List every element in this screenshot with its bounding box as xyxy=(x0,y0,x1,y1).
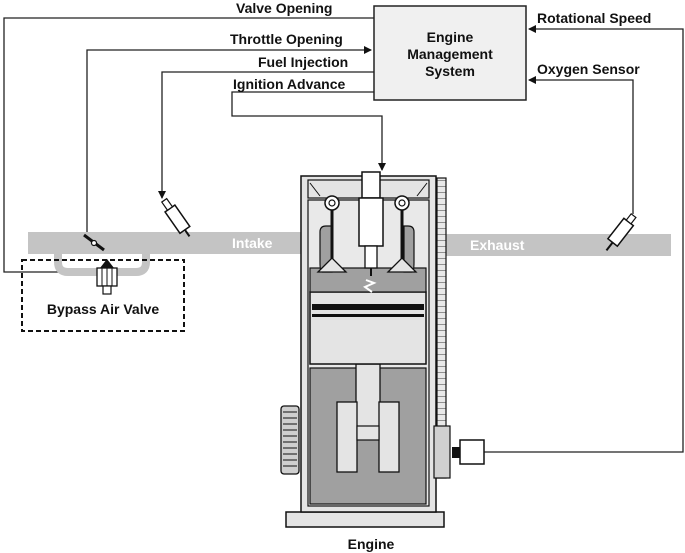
label-fuel-injection: Fuel Injection xyxy=(258,54,348,70)
wire-rotational-speed xyxy=(484,25,684,453)
connecting-rod xyxy=(355,363,381,437)
exhaust-valve-icon xyxy=(386,195,418,273)
intake-pipe xyxy=(28,232,320,254)
label-valve-opening: Valve Opening xyxy=(236,0,332,16)
label-rotational-speed: Rotational Speed xyxy=(537,10,651,26)
label-bypass-air-valve: Bypass Air Valve xyxy=(47,301,160,317)
wire-fuel-injection xyxy=(158,71,374,199)
throttle-valve-icon xyxy=(83,233,105,252)
ems-label-line3: System xyxy=(425,63,475,79)
wire-valve-opening xyxy=(3,17,374,276)
bypass-air-valve: Bypass Air Valve xyxy=(21,259,185,332)
label-throttle-opening: Throttle Opening xyxy=(230,31,343,47)
crank-web-left xyxy=(336,401,358,473)
oxygen-sensor-icon xyxy=(605,212,637,251)
ems-label-line2: Management xyxy=(407,46,493,62)
ems-box: Engine Management System xyxy=(373,5,527,101)
crank-web-right xyxy=(378,401,400,473)
exhaust-pipe xyxy=(413,234,671,256)
label-engine: Engine xyxy=(348,536,395,552)
wire-ignition-advance xyxy=(231,91,386,171)
crank-pulley xyxy=(433,425,451,479)
label-ignition-advance: Ignition Advance xyxy=(233,76,345,92)
wire-oxygen-sensor xyxy=(528,76,634,214)
wire-throttle-opening xyxy=(86,46,372,232)
speed-sensor-icon xyxy=(452,439,485,465)
label-intake: Intake xyxy=(232,235,273,251)
intake-valve-icon xyxy=(316,195,348,273)
label-exhaust: Exhaust xyxy=(470,237,525,253)
piston xyxy=(309,291,427,365)
spark-plug-icon xyxy=(358,171,384,276)
label-oxygen-sensor: Oxygen Sensor xyxy=(537,61,640,77)
fuel-injector-icon xyxy=(160,197,191,237)
engine: Engine xyxy=(280,171,485,552)
spark-icon xyxy=(362,279,377,293)
flywheel-gear-icon xyxy=(280,405,300,475)
engine-base xyxy=(285,511,445,528)
ems-label-line1: Engine xyxy=(427,29,474,45)
bypass-valve-icon xyxy=(96,259,118,295)
